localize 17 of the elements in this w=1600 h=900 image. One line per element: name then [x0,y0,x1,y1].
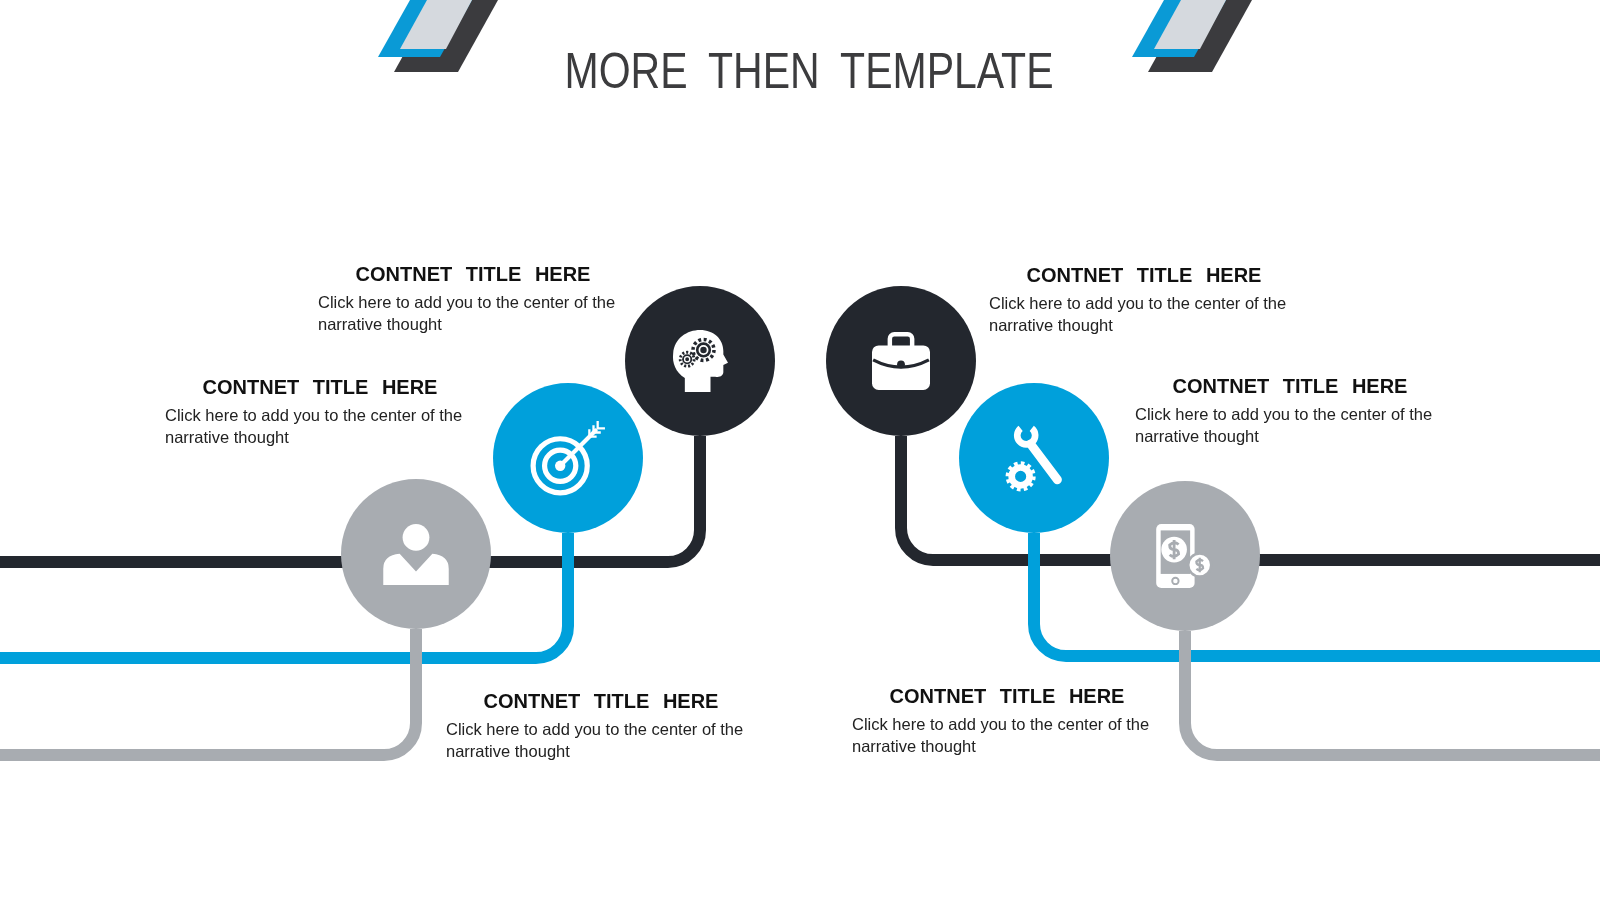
connector-line [0,533,574,664]
item-heading: CONTNET TITLE HERE [1172,374,1408,398]
item-heading: CONTNET TITLE HERE [355,262,591,286]
item-description: Click here to add you to the center of the narrative thought [1135,404,1434,447]
item-heading: CONTNET TITLE HERE [483,689,719,713]
item-description: Click here to add you to the center of the narrative thought [989,293,1288,336]
item-description: Click here to add you to the center of the narrative thought [165,405,464,448]
item-heading: CONTNET TITLE HERE [202,375,438,399]
item-description: Click here to add you to the center of the narrative thought [318,292,617,335]
page-title: MORE THEN TEMPLATE [564,46,1054,96]
item-description: Click here to add you to the center of the narrative thought [446,719,745,762]
item-heading: CONTNET TITLE HERE [889,684,1125,708]
item-description: Click here to add you to the center of the narrative thought [852,714,1151,757]
connector-line [1028,533,1600,662]
item-heading: CONTNET TITLE HERE [1026,263,1262,287]
connector-line [1179,631,1600,761]
connector-line [0,629,422,761]
